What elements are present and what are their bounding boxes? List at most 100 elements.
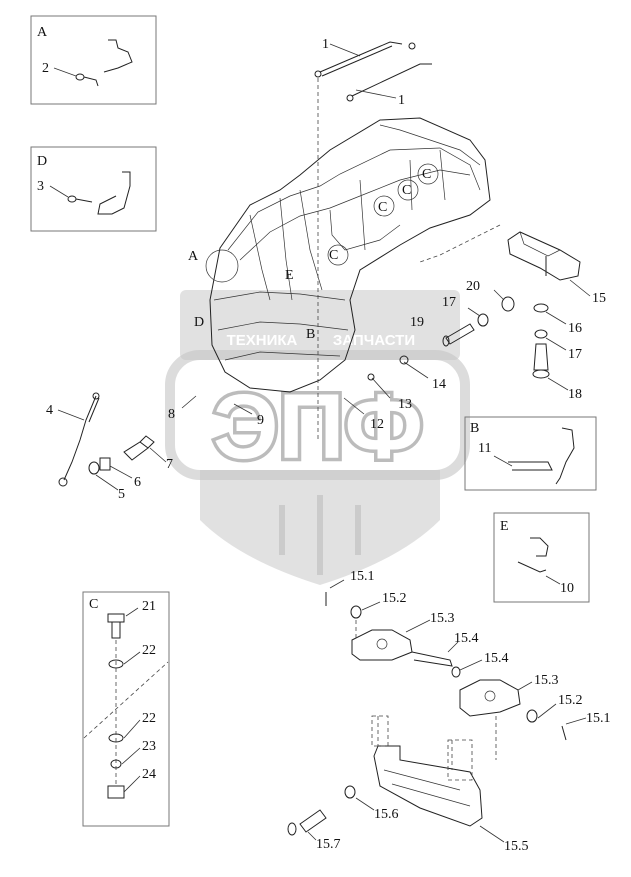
gas-strut-part-4 <box>57 392 100 487</box>
hinge-pin-15-1b <box>561 725 567 741</box>
washer-part-17b <box>534 329 567 351</box>
hinge-base-15-5 <box>373 745 483 827</box>
bolt-part-18 <box>532 343 569 391</box>
label-8: 8 <box>168 407 175 422</box>
hinge-label-15-6: 15.6 <box>374 807 399 822</box>
washer-part-20 <box>493 289 515 312</box>
label-20: 20 <box>466 279 480 294</box>
washer-part-17a <box>467 307 489 327</box>
bolt-part-7 <box>123 435 167 463</box>
inset-b-leader <box>493 455 513 467</box>
cab-label-b: B <box>306 327 315 342</box>
leader-12 <box>343 397 365 415</box>
inset-c: C 21 22 22 23 24 <box>82 591 170 827</box>
label-1a: 1 <box>322 37 329 52</box>
hinge-assembly <box>287 579 587 843</box>
watermark-logo: ЭПФ ТЕХНИКА ЗАПЧАСТИ <box>165 290 470 585</box>
hinge-pin-15-4b <box>451 666 461 678</box>
inset-a-leader <box>53 67 77 77</box>
hinge-dashed-box-1 <box>371 715 389 747</box>
hinge-label-15-2a: 15.2 <box>382 591 407 606</box>
watermark-banner <box>180 290 460 360</box>
cab-label-c2: C <box>378 200 387 215</box>
watermark-wheat-icon <box>279 495 361 575</box>
rod-part-1 <box>314 41 432 102</box>
inset-c-leaders <box>121 607 141 793</box>
watermark-banner-right: ЗАПЧАСТИ <box>333 332 415 349</box>
inset-c-label-24: 24 <box>142 767 156 782</box>
label-5: 5 <box>118 487 125 502</box>
label-9: 9 <box>257 413 264 428</box>
inset-a-letter: A <box>37 25 48 40</box>
leader-9 <box>233 403 253 415</box>
cab-label-c3: C <box>402 183 411 198</box>
hinge-label-15-4b: 15.4 <box>484 651 509 666</box>
label-12: 12 <box>370 417 384 432</box>
inset-e-pin <box>517 561 547 573</box>
hinge-label-15-5: 15.5 <box>504 839 529 854</box>
hinge-label-15-1b: 15.1 <box>586 711 611 726</box>
watermark-banner-left: ТЕХНИКА <box>227 332 298 349</box>
inset-c-label-23: 23 <box>142 739 156 754</box>
label-4: 4 <box>46 403 53 418</box>
inset-d-letter: D <box>37 154 47 169</box>
inset-d-leader <box>49 185 69 198</box>
inset-c-label-22a: 22 <box>142 643 156 658</box>
inset-b-letter: B <box>470 421 479 436</box>
inset-d: D 3 <box>30 146 157 232</box>
inset-b-frame <box>464 416 597 491</box>
bolt-part-19 <box>442 323 475 347</box>
inset-e-label-10: 10 <box>560 581 574 596</box>
inset-d-bolt <box>75 198 93 203</box>
washer-part-5 <box>88 461 119 491</box>
label-13: 13 <box>398 397 412 412</box>
hinge-label-15-4a: 15.4 <box>454 631 479 646</box>
hinge-half-15-3a <box>351 629 413 661</box>
inset-b-bracket <box>555 427 575 485</box>
inset-c-label-21: 21 <box>142 599 156 614</box>
inset-a-washer <box>75 73 85 81</box>
inset-c-letter: C <box>89 597 98 612</box>
latch-part-15 <box>419 224 591 297</box>
cab-area-a <box>205 249 239 283</box>
hinge-label-15-1a: 15.1 <box>350 569 375 584</box>
hinge-half-15-3b <box>459 679 521 717</box>
inset-c-nut-24 <box>107 785 125 799</box>
inset-a-bolt <box>83 76 99 87</box>
hinge-dashed-box-2 <box>447 739 473 781</box>
nut-part-14 <box>399 355 409 365</box>
inset-d-washer <box>67 195 77 203</box>
cab-label-d: D <box>194 315 204 330</box>
label-19: 19 <box>410 315 424 330</box>
inset-a-label-2: 2 <box>42 61 49 76</box>
cab-label-a: A <box>188 249 199 264</box>
inset-c-label-22b: 22 <box>142 711 156 726</box>
inset-b: B 11 <box>464 416 597 491</box>
washer-part-16 <box>533 303 567 325</box>
hinge-washer-15-2a <box>350 605 362 619</box>
inset-b-plate <box>508 461 553 471</box>
label-17a: 17 <box>442 295 456 310</box>
inset-e-frame <box>493 512 590 603</box>
inset-c-panel-edge <box>83 661 169 739</box>
inset-b-label-11: 11 <box>478 441 491 456</box>
inset-e-letter: E <box>500 519 509 534</box>
hinge-label-15-3b: 15.3 <box>534 673 559 688</box>
label-15: 15 <box>592 291 606 306</box>
hinge-bolt-15-7 <box>299 809 327 833</box>
inset-d-frame <box>30 146 157 232</box>
hinge-label-15-3a: 15.3 <box>430 611 455 626</box>
hinge-pin-15-4a <box>411 651 453 667</box>
inset-a-bracket <box>103 39 133 73</box>
inset-e-leader <box>545 575 561 585</box>
nut-part-6 <box>99 457 133 479</box>
label-16: 16 <box>568 321 582 336</box>
hinge-washer-15-2b <box>526 709 538 723</box>
inset-c-frame <box>82 591 170 827</box>
watermark-logo-text: ЭПФ <box>213 376 423 478</box>
cab-label-c4: C <box>422 167 431 182</box>
label-7: 7 <box>166 457 173 472</box>
inset-c-bolt-21 <box>107 613 125 639</box>
cab-label-e: E <box>285 268 294 283</box>
